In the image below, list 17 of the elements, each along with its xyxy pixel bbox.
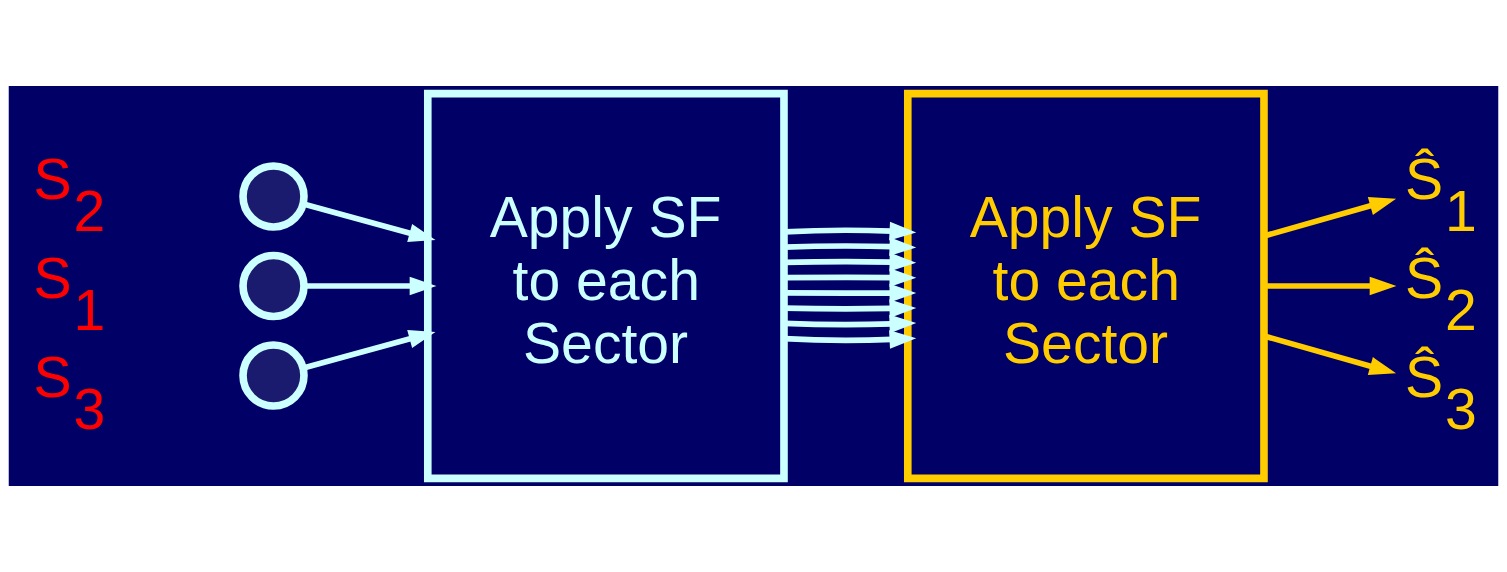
node-circle xyxy=(239,162,308,231)
arrow xyxy=(784,299,917,318)
arrow xyxy=(784,314,917,334)
node-circle xyxy=(239,251,308,321)
arrow xyxy=(784,283,917,303)
node-circle xyxy=(239,341,308,410)
arrow xyxy=(304,276,437,296)
arrow xyxy=(302,329,436,371)
arrow xyxy=(784,221,917,241)
node-box: Apply SF to each Sector xyxy=(424,89,788,483)
arrow xyxy=(784,252,917,272)
arrow xyxy=(784,330,917,349)
arrow xyxy=(784,268,917,287)
arrow xyxy=(1264,276,1397,296)
arrow xyxy=(302,201,436,243)
node-box: Apply SF to each Sector xyxy=(904,89,1268,483)
arrow xyxy=(784,237,917,256)
